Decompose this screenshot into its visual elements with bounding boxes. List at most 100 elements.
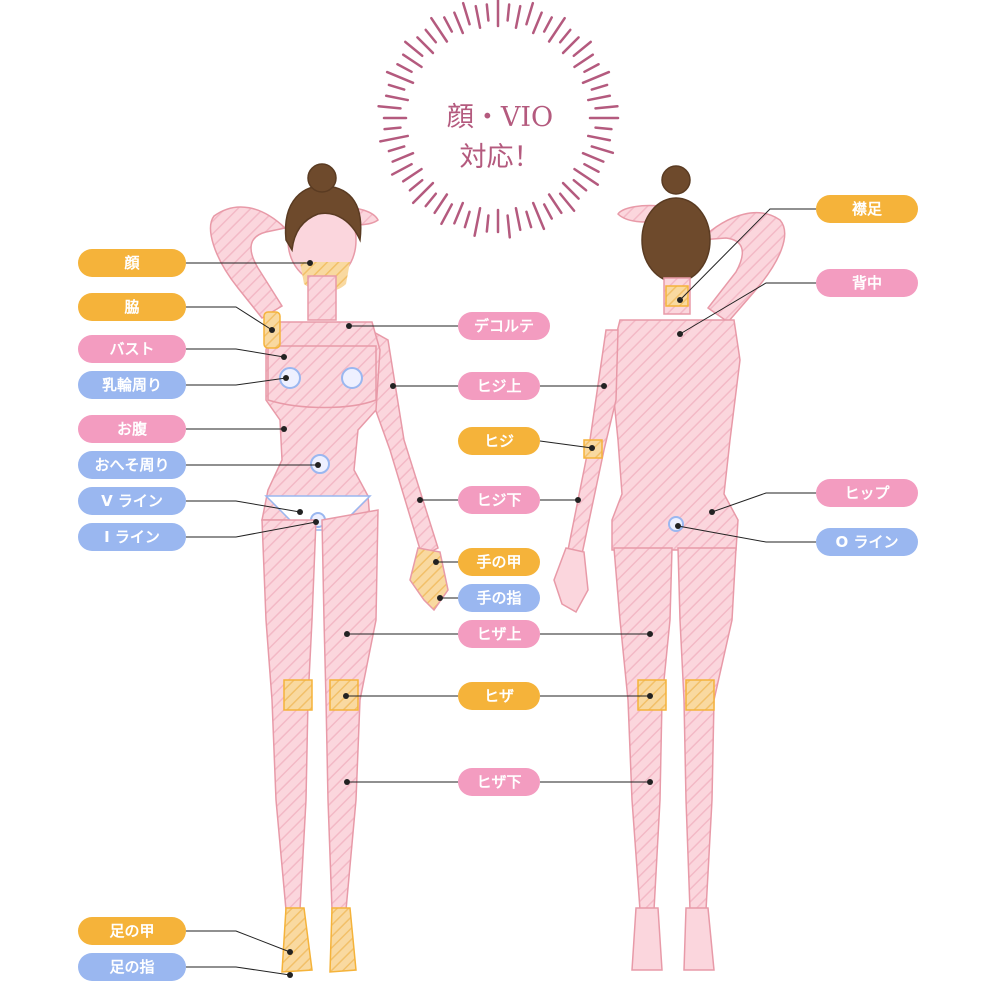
sunburst-ray: [433, 193, 449, 215]
sunburst-ray: [547, 193, 563, 215]
label-te-yubi[interactable]: 手の指: [458, 584, 540, 612]
leader-iline: [186, 521, 317, 538]
sunburst-ray: [586, 94, 612, 102]
sunburst-ray: [506, 214, 512, 239]
back-figure: [553, 165, 786, 971]
label-vline[interactable]: V ライン: [78, 487, 186, 515]
sunburst-ray: [581, 151, 605, 163]
leader-hip: [711, 492, 816, 513]
sunburst-ray: [558, 28, 572, 44]
sunburst-ray: [586, 134, 612, 142]
sunburst-ray: [542, 16, 553, 33]
label-eriashi[interactable]: 襟足: [816, 195, 918, 223]
leader-nyurin: [186, 377, 287, 386]
sunburst-ray: [583, 63, 600, 74]
badge-line1: 顔・VIO: [446, 102, 554, 133]
label-bust[interactable]: バスト: [78, 335, 186, 363]
sunburst-ray: [383, 126, 402, 131]
sunburst-ray: [396, 63, 413, 74]
leader-ashi-kou: [186, 930, 291, 953]
sunburst-ray: [583, 162, 600, 173]
leader-vline: [186, 500, 301, 513]
label-hiji[interactable]: ヒジ: [458, 427, 540, 455]
sunburst-ray: [416, 36, 435, 55]
sunburst-ray: [561, 181, 580, 200]
label-oline[interactable]: O ライン: [816, 528, 918, 556]
badge-text: 顔・VIO 対応！: [410, 98, 590, 178]
sunburst-ray: [525, 210, 533, 229]
sunburst-ray: [440, 203, 454, 226]
label-iline[interactable]: I ライン: [78, 523, 186, 551]
sunburst-ray: [542, 203, 553, 220]
label-hiji-ue[interactable]: ヒジ上: [458, 372, 540, 400]
sunburst-ray: [573, 167, 600, 186]
label-hiza[interactable]: ヒザ: [458, 682, 540, 710]
sunburst-ray: [401, 167, 423, 183]
sunburst-ray: [581, 70, 611, 85]
sunburst-ray: [377, 104, 402, 110]
label-kao[interactable]: 顔: [78, 249, 186, 277]
label-onaka[interactable]: お腹: [78, 415, 186, 443]
sunburst-ray: [430, 16, 449, 43]
label-hip[interactable]: ヒップ: [816, 479, 918, 507]
leader-eriashi: [679, 208, 816, 301]
sunburst-ray: [443, 16, 454, 33]
sunburst-ray: [424, 28, 438, 44]
sunburst-ray: [561, 36, 580, 55]
label-oheso[interactable]: おへそ周り: [78, 451, 186, 479]
sunburst-ray: [572, 40, 593, 58]
sunburst-ray: [453, 11, 465, 35]
sunburst-ray: [385, 70, 415, 85]
label-hiji-shita[interactable]: ヒジ下: [458, 486, 540, 514]
sunburst-ray: [474, 4, 482, 30]
sunburst-ray: [506, 3, 511, 22]
sunburst-ray: [514, 4, 522, 30]
sunburst-ray: [463, 210, 471, 229]
sunburst-ray: [594, 104, 619, 110]
label-senaka[interactable]: 背中: [816, 269, 918, 297]
leader-lines: [186, 208, 816, 976]
sunburst-ray: [411, 181, 435, 205]
label-nyurin[interactable]: 乳輪周り: [78, 371, 186, 399]
leader-dots: [269, 260, 715, 978]
label-waki[interactable]: 脇: [78, 293, 186, 321]
sunburst-ray: [531, 201, 546, 231]
sunburst-ray: [525, 1, 535, 26]
sunburst-ray: [547, 16, 566, 43]
sunburst-ray: [558, 192, 576, 213]
leader-bust: [186, 348, 285, 358]
leader-oline: [677, 525, 816, 543]
leader-waki: [186, 306, 273, 331]
badge-line2: 対応！: [459, 142, 541, 173]
sunburst-ray: [590, 83, 609, 91]
sunburst-ray: [485, 214, 490, 233]
label-hiza-ue[interactable]: ヒザ上: [458, 620, 540, 648]
leader-senaka: [679, 282, 816, 335]
sunburst-ray: [408, 178, 424, 192]
sunburst-ray: [594, 126, 613, 131]
sunburst-ray: [390, 162, 413, 176]
label-decollete[interactable]: デコルテ: [458, 312, 550, 340]
sunburst-ray: [590, 145, 615, 155]
sunburst-ray: [573, 53, 595, 69]
leader-ashi-yubi: [186, 966, 291, 976]
leader-hiji: [539, 440, 593, 449]
label-ashi-kou[interactable]: 足の甲: [78, 917, 186, 945]
sunburst-ray: [379, 134, 410, 143]
sunburst-ray: [384, 94, 410, 102]
label-te-kou[interactable]: 手の甲: [458, 548, 540, 576]
sunburst-ray: [485, 3, 490, 22]
sunburst-ray: [387, 83, 406, 91]
label-ashi-yubi[interactable]: 足の指: [78, 953, 186, 981]
sunburst-ray: [387, 145, 406, 153]
sunburst-ray: [473, 206, 482, 237]
sunburst-ray: [453, 201, 465, 225]
sunburst-ray: [514, 206, 522, 232]
sunburst-ray: [424, 192, 438, 208]
sunburst-ray: [403, 40, 424, 58]
sunburst-ray: [391, 151, 415, 163]
label-hiza-shita[interactable]: ヒザ下: [458, 768, 540, 796]
sunburst-badge: [377, 0, 620, 239]
